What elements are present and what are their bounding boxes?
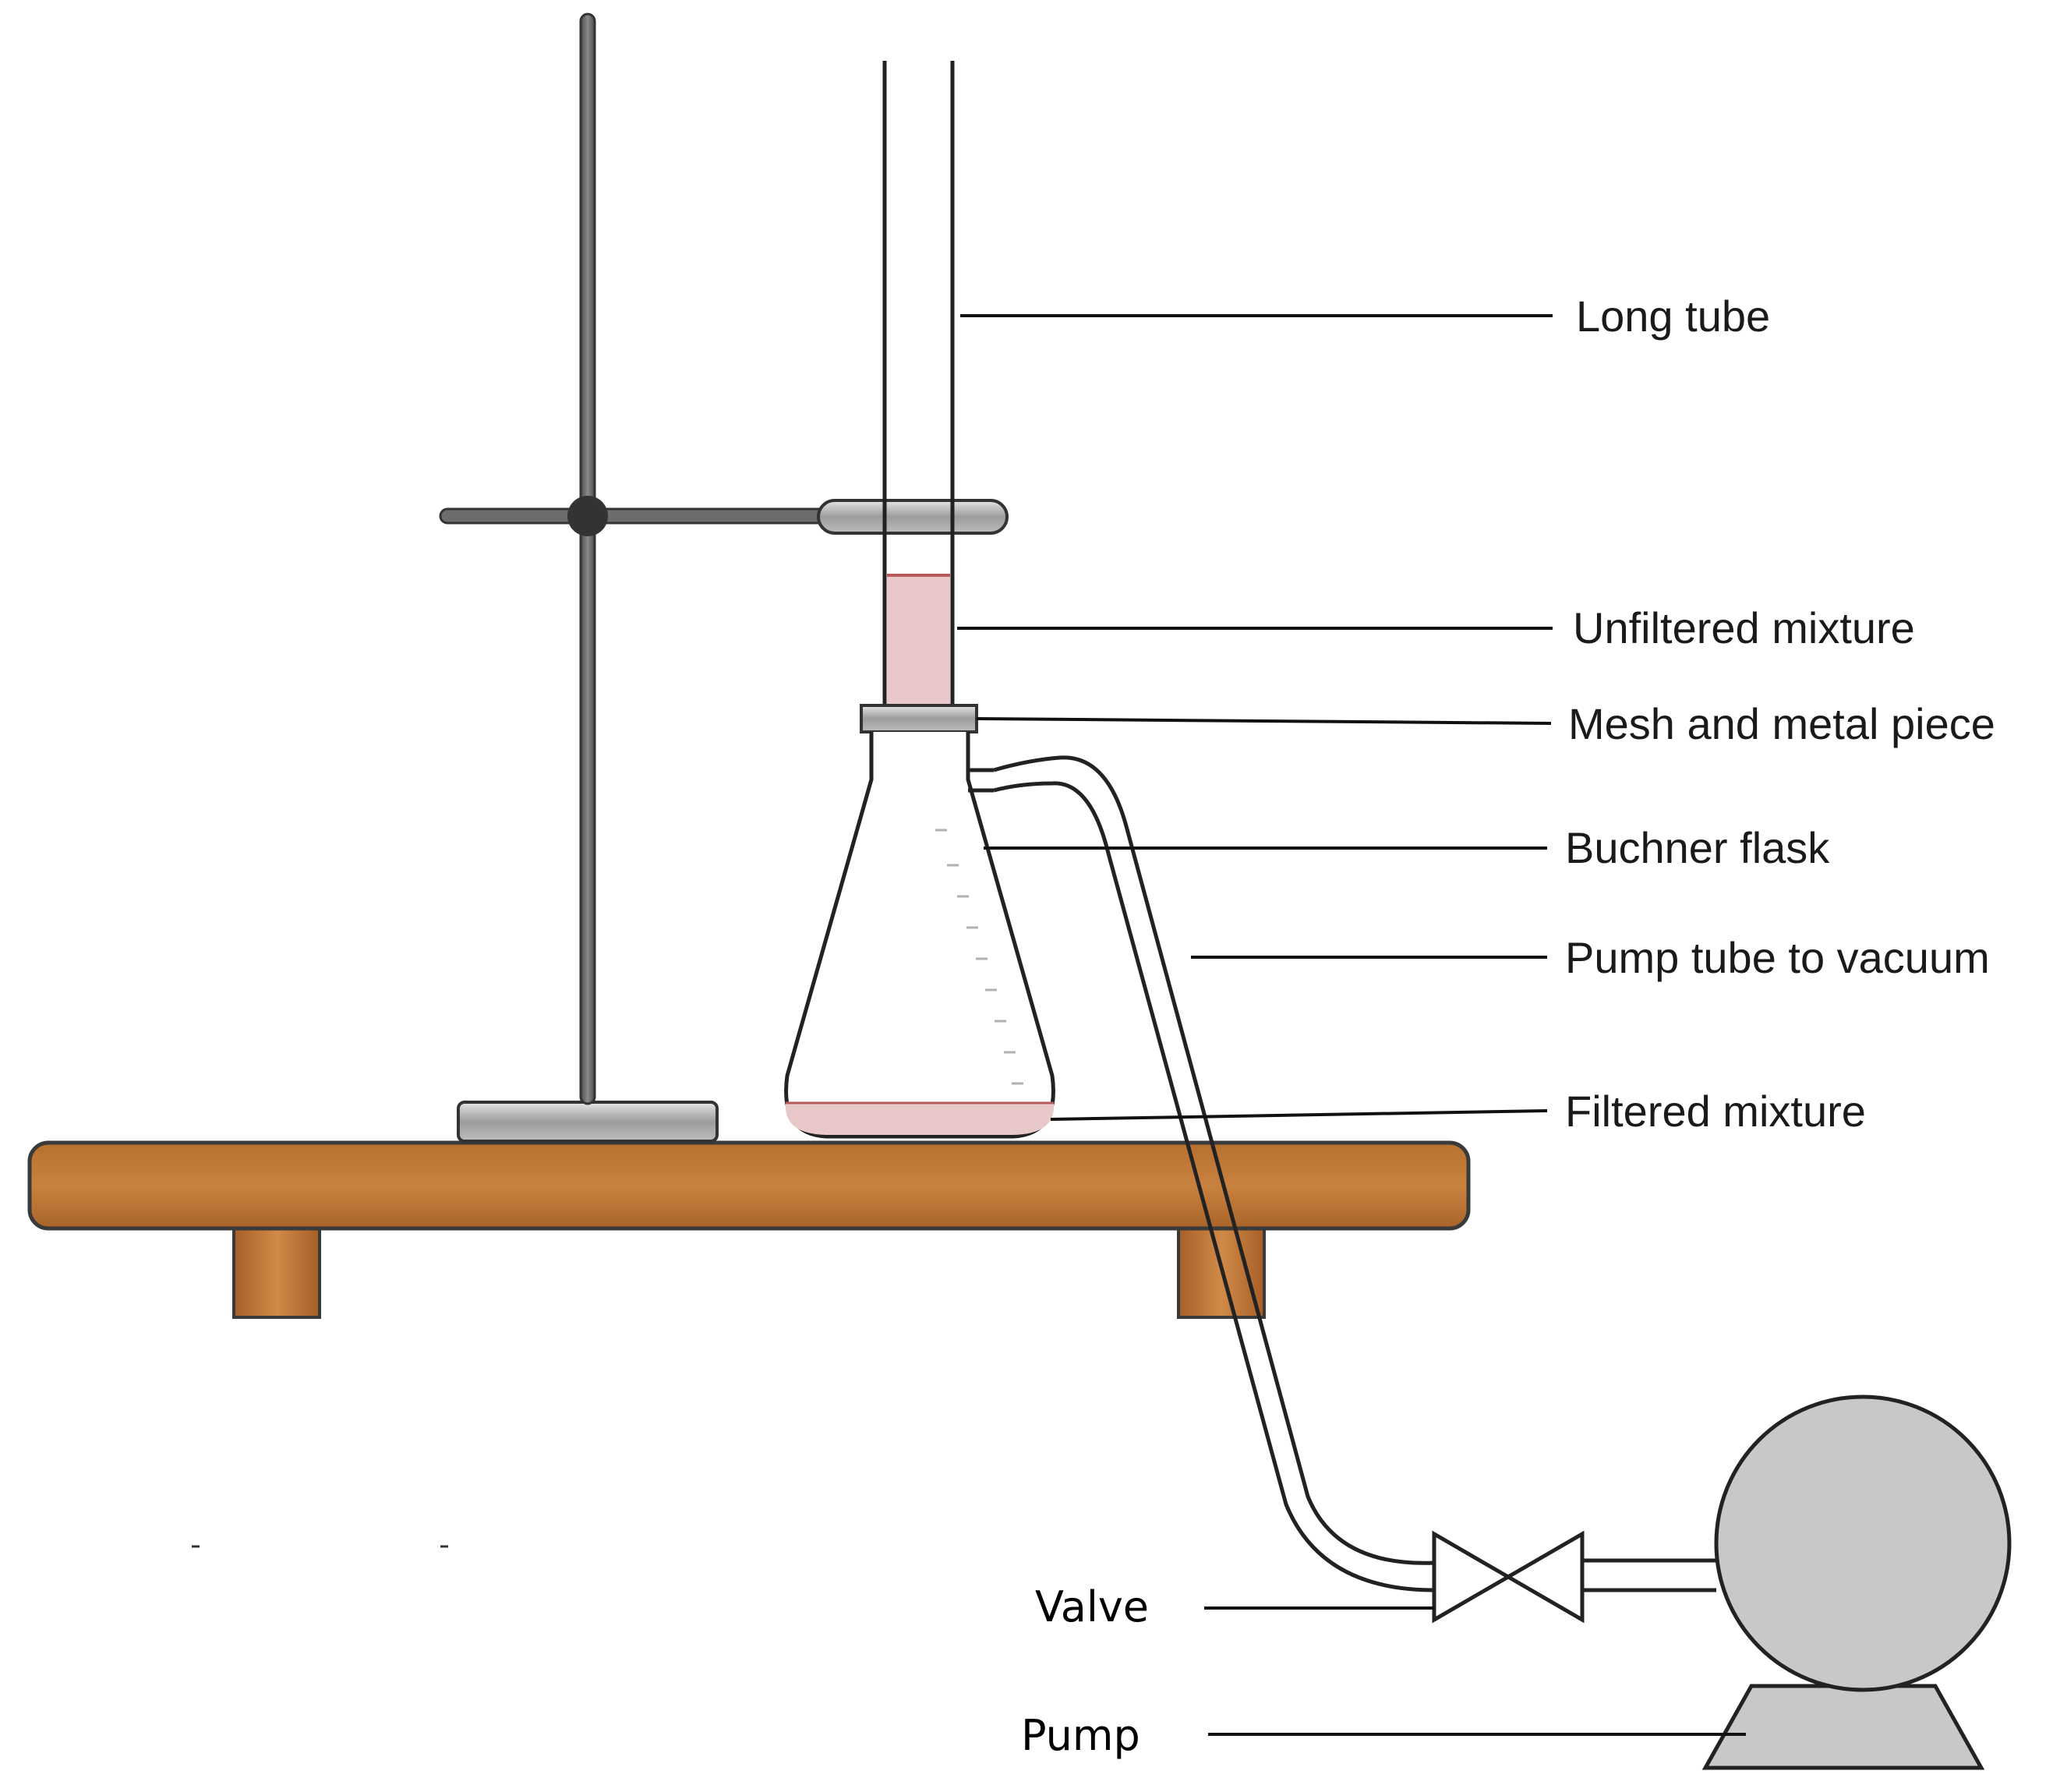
flask-body bbox=[784, 732, 1055, 1139]
retort-stand bbox=[439, 12, 1009, 1143]
filtered-mixture-liquid bbox=[785, 1103, 1055, 1135]
leader-mesh bbox=[976, 717, 1552, 725]
clamp-arm bbox=[439, 507, 832, 525]
valve-to-pump-pipe bbox=[1582, 1558, 1716, 1592]
label-filtered-mixture: Filtered mixture bbox=[1565, 1087, 1866, 1136]
pump-body bbox=[1714, 1394, 2012, 1692]
clamp-boss-head bbox=[567, 496, 608, 536]
label-unfiltered-mixture: Unfiltered mixture bbox=[1573, 603, 1915, 652]
labels: Long tube Unfiltered mixture Mesh and me… bbox=[1021, 292, 1995, 1760]
label-valve: Valve bbox=[1035, 1582, 1149, 1631]
stand-base bbox=[457, 1101, 719, 1143]
label-long-tube: Long tube bbox=[1576, 292, 1770, 341]
table-top bbox=[27, 1140, 1471, 1231]
flask-side-arm bbox=[968, 768, 994, 793]
vacuum-pump bbox=[1701, 1394, 2012, 1770]
table-leg-left bbox=[232, 1222, 321, 1319]
label-pump: Pump bbox=[1021, 1711, 1140, 1760]
mesh-metal-piece bbox=[860, 704, 978, 733]
unfiltered-mixture-liquid bbox=[887, 575, 950, 705]
label-pump-tube: Pump tube to vacuum bbox=[1565, 933, 1990, 982]
leader-filtered bbox=[1050, 1109, 1548, 1121]
buchner-flask bbox=[784, 732, 1055, 1139]
long-tube bbox=[882, 61, 955, 705]
valve bbox=[1432, 1530, 1585, 1624]
label-mesh-metal-piece: Mesh and metal piece bbox=[1568, 699, 1995, 748]
flask-graduations bbox=[935, 829, 1023, 1085]
clamp-ring bbox=[817, 499, 1009, 535]
table bbox=[27, 1140, 1471, 1319]
leader-lines bbox=[957, 314, 1746, 1736]
pump-base bbox=[1701, 1684, 1985, 1770]
label-buchner-flask: Buchner flask bbox=[1565, 823, 1830, 872]
stand-rod bbox=[579, 12, 596, 1105]
pump-tubing bbox=[993, 755, 1435, 1592]
